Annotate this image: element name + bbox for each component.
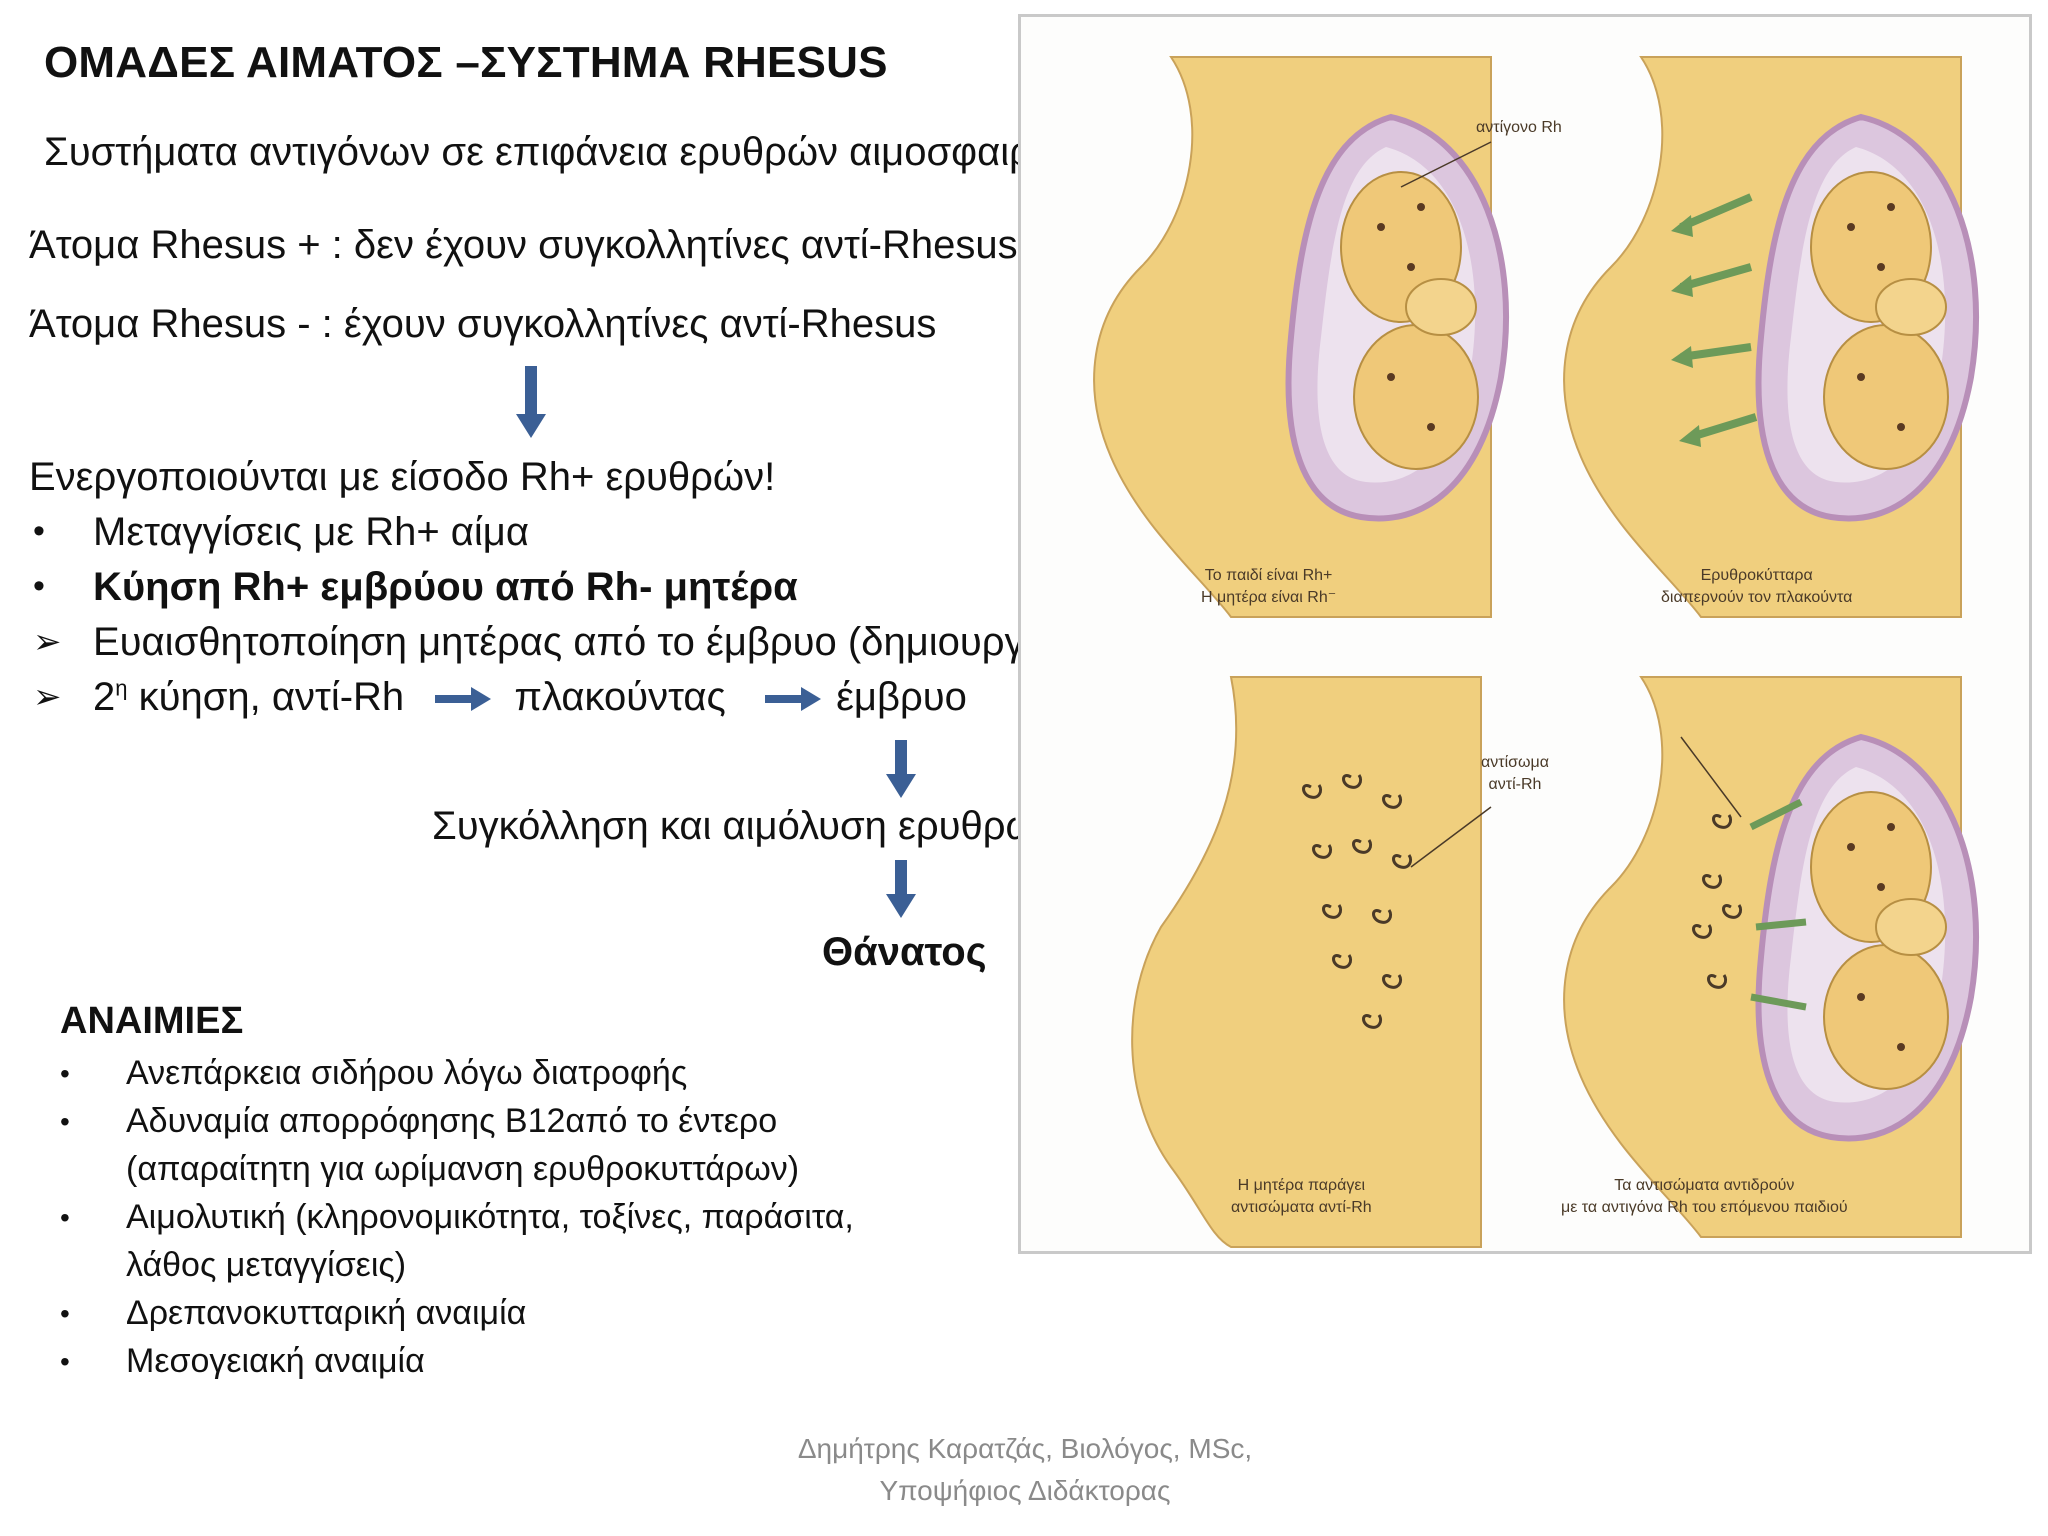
bullet-dot-icon: • <box>33 567 45 605</box>
activation-line: Ενεργοποιούνται με είσοδο Rh+ ερυθρών! <box>29 455 776 499</box>
footer-line-1: Δημήτρης Καρατζάς, Βιολόγος, MSc, <box>797 1433 1253 1464</box>
bullet-dot-icon: • <box>33 512 45 550</box>
embryo-text: έμβρυο <box>836 675 967 719</box>
death-label: Θάνατος <box>822 930 987 974</box>
label-antibody-line-1: αντίσωμα <box>1481 754 1549 771</box>
caption-top-right-line-2: διαπερνούν τον πλακούντα <box>1661 589 1853 606</box>
second-superscript: η <box>115 675 128 701</box>
arrow-bullet-icon: ➢ <box>33 623 62 661</box>
caption-top-right-line-1: Ερυθροκύτταρα <box>1700 567 1813 584</box>
caption-bottom-left-line-1: Η μητέρα παράγει <box>1237 1177 1366 1194</box>
anemias-heading: ΑΝΑΙΜΙΕΣ <box>60 1000 244 1042</box>
rh-negative-line: Άτομα Rhesus - : έχουν συγκολλητίνες αντ… <box>29 302 937 346</box>
caption-bottom-right: Τα αντισώματα αντιδρούν με τα αντιγόνα R… <box>1561 1175 1848 1219</box>
anemia-item: Αδυναμία απορρόφησης Β12από το έντερο <box>126 1102 778 1140</box>
caption-top-left-line-2: Η μητέρα είναι Rh⁻ <box>1201 589 1337 606</box>
down-arrow-icon <box>886 740 916 798</box>
down-arrow-icon <box>886 860 916 918</box>
caption-bottom-right-line-2: με τα αντιγόνα Rh του επόμενου παιδιού <box>1561 1199 1848 1216</box>
second-number: 2 <box>93 675 116 719</box>
bullet-pregnancy: Κύηση Rh+ εμβρύου από Rh- μητέρα <box>93 565 798 609</box>
bullet-dot-icon: • <box>60 1106 70 1137</box>
panel-antibodies-react <box>1563 676 1976 1238</box>
caption-top-right: Ερυθροκύτταρα διαπερνούν τον πλακούντα <box>1661 565 1852 609</box>
caption-top-left-line-1: Το παιδί είναι Rh+ <box>1204 567 1333 584</box>
label-antibody-line-2: αντί-Rh <box>1488 776 1542 793</box>
panel-child-rh-positive <box>1093 56 1506 618</box>
label-anti-rh-antibody: αντίσωμα αντί-Rh <box>1481 752 1549 796</box>
caption-bottom-right-line-1: Τα αντισώματα αντιδρούν <box>1614 1177 1795 1194</box>
placenta-text: πλακούντας <box>514 675 726 719</box>
bullet-dot-icon: • <box>60 1346 70 1377</box>
panel-cells-cross-placenta <box>1563 56 1976 618</box>
page-title: ΟΜΑΔΕΣ ΑΙΜΑΤΟΣ –ΣΥΣΤΗΜΑ RHESUS <box>44 38 888 87</box>
right-arrow-icon <box>764 687 821 712</box>
down-arrow-icon <box>516 366 546 438</box>
bullet-transfusion: Μεταγγίσεις με Rh+ αίμα <box>93 510 529 554</box>
second-text: κύηση, αντί-Rh <box>127 675 405 719</box>
label-rh-antigen: αντίγονο Rh <box>1476 119 1562 136</box>
footer-line-2: Υποψήφιος Διδάκτορας <box>879 1475 1171 1506</box>
bullet-second-pregnancy: 2η κύηση, αντί-Rh πλακούντας έμβρυο <box>93 675 967 720</box>
bullet-dot-icon: • <box>60 1298 70 1329</box>
anemia-item: Αιμολυτική (κληρονομικότητα, τοξίνες, πα… <box>126 1198 854 1236</box>
footer-credit: Δημήτρης Καρατζάς, Βιολόγος, MSc, Υποψήφ… <box>690 1428 1360 1512</box>
anemia-item-continuation: (απαραίτητη για ωρίμανση ερυθροκυττάρων) <box>126 1150 800 1188</box>
bullet-dot-icon: • <box>60 1202 70 1233</box>
anemia-item: Ανεπάρκεια σιδήρου λόγω διατροφής <box>126 1054 688 1092</box>
caption-top-left: Το παιδί είναι Rh+ Η μητέρα είναι Rh⁻ <box>1201 565 1336 609</box>
caption-bottom-left-line-2: αντισώματα αντί-Rh <box>1231 1199 1372 1216</box>
right-arrow-icon <box>435 687 492 712</box>
panel-mother-produces-antibodies <box>1131 676 1492 1248</box>
anemia-item-continuation: λάθος μεταγγίσεις) <box>126 1246 407 1284</box>
arrow-bullet-icon: ➢ <box>33 678 62 716</box>
anemia-item: Δρεπανοκυτταρική αναιμία <box>126 1294 527 1332</box>
pregnancy-illustration <box>1093 56 2029 1248</box>
bullet-dot-icon: • <box>60 1058 70 1089</box>
anemia-item: Μεσογειακή αναιμία <box>126 1342 425 1380</box>
rh-illustration-figure: αντίγονο Rh αντίσωμα αντί-Rh Το παιδί εί… <box>1018 14 2032 1254</box>
subtitle: Συστήματα αντιγόνων σε επιφάνεια ερυθρών… <box>44 130 1092 174</box>
caption-bottom-left: Η μητέρα παράγει αντισώματα αντί-Rh <box>1231 1175 1372 1219</box>
rh-positive-line: Άτομα Rhesus + : δεν έχουν συγκολλητίνες… <box>29 223 1018 267</box>
